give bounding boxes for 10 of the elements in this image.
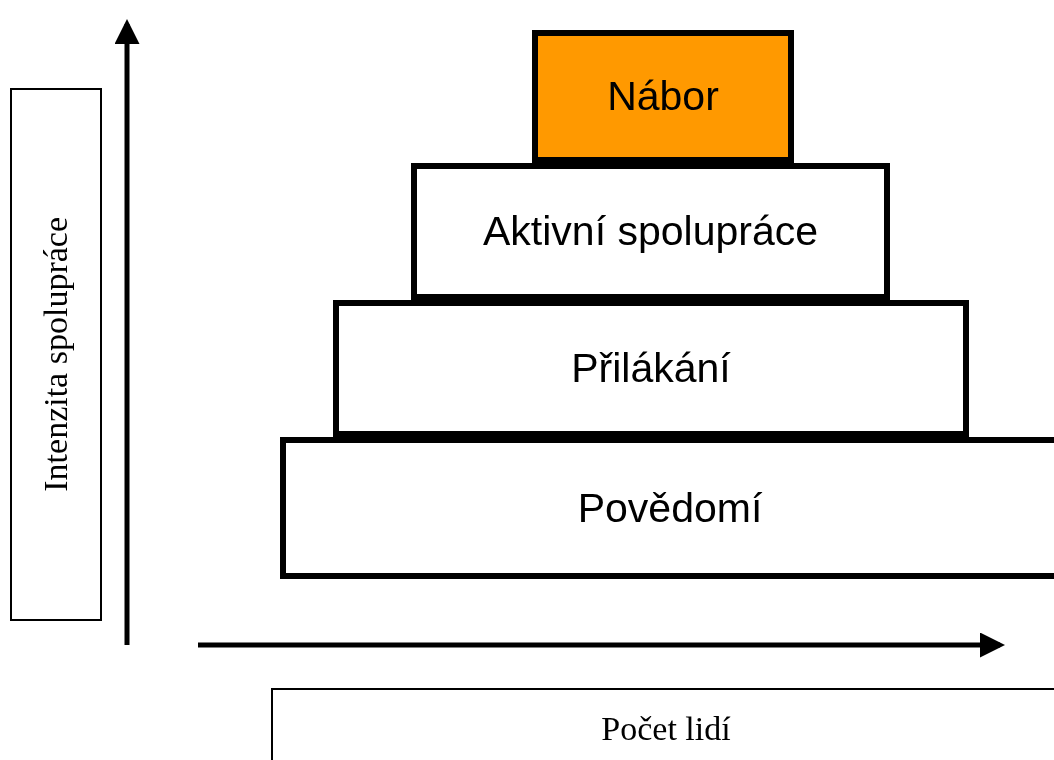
axis-title: Počet lidí	[601, 710, 731, 748]
axis-title-box	[271, 688, 1054, 760]
tier-label: Přilákání	[571, 345, 731, 392]
axis-title: Intenzita spolupráce	[37, 217, 75, 492]
pyramid-tier	[532, 30, 794, 163]
axis-title-box	[10, 88, 102, 621]
tier-label: Nábor	[607, 73, 719, 120]
tier-label: Povědomí	[577, 484, 763, 532]
tier-label: Aktivní spolupráce	[483, 208, 818, 255]
pyramid-tier	[280, 437, 1054, 579]
